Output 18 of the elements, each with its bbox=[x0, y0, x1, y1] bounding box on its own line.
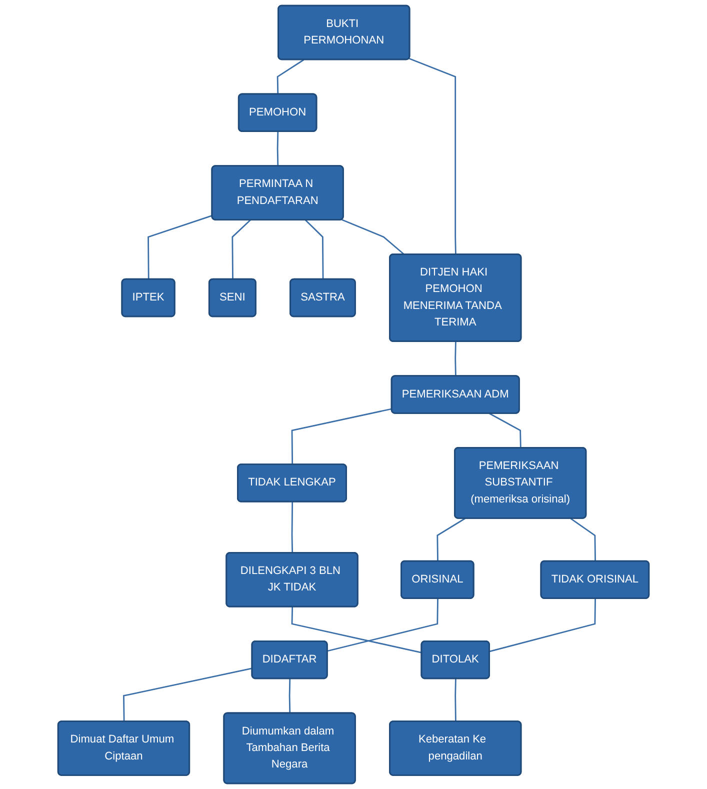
connector bbox=[123, 668, 252, 722]
connector bbox=[291, 408, 392, 465]
connector bbox=[570, 518, 596, 562]
connector bbox=[288, 678, 291, 714]
connector bbox=[454, 678, 456, 722]
connector bbox=[291, 502, 294, 554]
connector bbox=[489, 412, 522, 448]
connector bbox=[304, 220, 324, 280]
connector bbox=[276, 59, 304, 94]
connector bbox=[327, 598, 438, 652]
connector bbox=[232, 220, 251, 280]
connector bbox=[454, 342, 456, 376]
connector bbox=[341, 219, 405, 256]
connector bbox=[148, 214, 212, 280]
connector bbox=[276, 132, 279, 166]
connector bbox=[408, 58, 456, 255]
connector bbox=[489, 598, 596, 652]
connector bbox=[291, 606, 422, 654]
